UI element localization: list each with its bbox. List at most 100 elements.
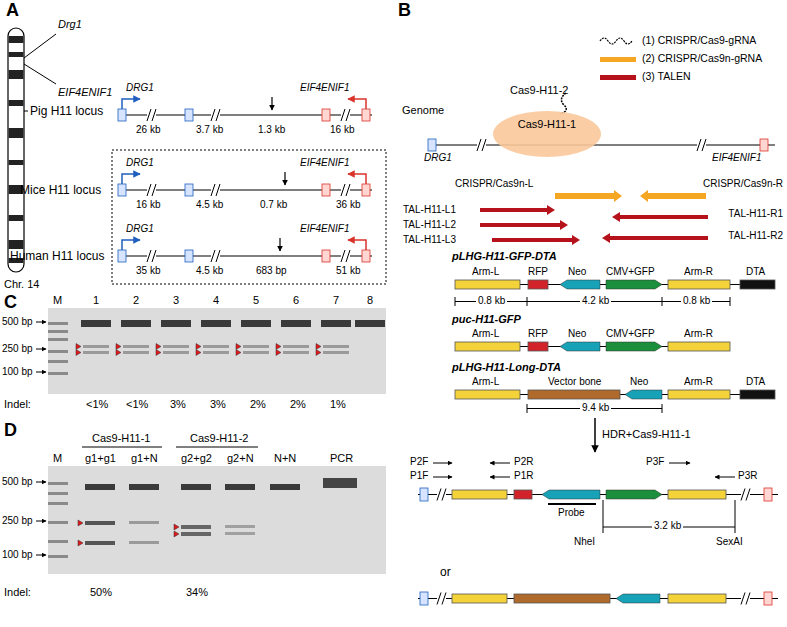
- break-mark: [746, 489, 750, 501]
- rfp-block: [528, 280, 548, 289]
- ladder-band: [48, 540, 68, 543]
- gel-band: [203, 351, 229, 354]
- text-label: 9.4 kb: [580, 402, 611, 414]
- break-mark: [346, 250, 350, 262]
- exon: [362, 109, 370, 121]
- red-arrowhead: [196, 344, 201, 350]
- break-mark: [437, 489, 441, 501]
- talen-arrow: [492, 235, 580, 245]
- text-label: 3: [173, 294, 179, 307]
- gfp-cassette: [606, 280, 662, 289]
- red-arrowhead: [116, 350, 121, 356]
- ladder-band: [48, 322, 68, 325]
- gel-band: [85, 521, 115, 525]
- dashed-frame: [112, 150, 386, 284]
- gel-band: [283, 351, 309, 354]
- size-arrow: [36, 555, 46, 556]
- text-label: RFP: [528, 266, 548, 278]
- red-arrowhead: [76, 350, 81, 356]
- gel-band: [201, 320, 231, 327]
- text-label: EIF4ENIF1: [300, 223, 349, 235]
- text-label: Arm-L: [472, 328, 499, 340]
- text-label: Drg1: [58, 18, 82, 31]
- text-label: g2+N: [227, 452, 254, 465]
- exon: [362, 250, 370, 262]
- text-label: 1.3 kb: [258, 124, 285, 136]
- text-label: EIF4ENIF1: [300, 82, 349, 94]
- tss-arrow: [122, 240, 140, 250]
- text-label: 0.8 kb: [476, 295, 507, 307]
- homology-arm: [668, 280, 730, 289]
- text-label: g1+g1: [85, 452, 116, 465]
- break-mark: [442, 593, 446, 605]
- exon: [118, 109, 126, 121]
- red-arrowhead: [236, 344, 241, 350]
- text-label: 100 bp: [2, 366, 33, 378]
- exon: [428, 139, 436, 151]
- text-label: HDR+Cas9-H11-1: [602, 428, 691, 441]
- break-mark: [746, 593, 750, 605]
- cas9-outline: [492, 110, 602, 158]
- site-arrow: [284, 172, 285, 185]
- gel: [48, 466, 386, 574]
- text-label: 51 kb: [336, 265, 360, 277]
- break-mark: [437, 593, 441, 605]
- dta-block: [740, 280, 775, 289]
- gel-band: [323, 345, 349, 348]
- exon: [185, 109, 193, 121]
- ladder-band: [48, 521, 68, 524]
- text-label: Cas9-H11-2: [510, 84, 569, 97]
- gel-band: [243, 351, 269, 354]
- cas9-ellipse: [493, 111, 601, 157]
- break-gap: [341, 109, 350, 121]
- text-label: M: [53, 452, 62, 465]
- text-label: Neo: [630, 376, 648, 388]
- tss-arrow: [348, 99, 366, 109]
- text-label: 50%: [90, 586, 112, 599]
- break-mark: [341, 109, 345, 121]
- primer-arrow: [669, 463, 690, 464]
- break-mark: [211, 109, 215, 121]
- text-label: 2%: [290, 398, 306, 411]
- text-label: <1%: [126, 398, 148, 411]
- homology-arm: [455, 390, 520, 399]
- panel-letter: C: [4, 292, 17, 314]
- break-gap: [147, 184, 156, 196]
- gel-band: [181, 484, 211, 490]
- text-label: EIF4ENIF1: [712, 152, 761, 164]
- gel-band: [121, 320, 151, 327]
- text-label: P2F: [410, 456, 428, 468]
- locus-line: [118, 255, 372, 256]
- gel-band: [83, 345, 109, 348]
- break-mark: [741, 489, 745, 501]
- text-label: Arm-R: [684, 328, 713, 340]
- panel-letter: B: [398, 0, 411, 22]
- homology-arm: [452, 594, 507, 603]
- break-gap: [741, 593, 750, 605]
- ladder-band: [48, 502, 68, 505]
- text-label: 3.2 kb: [652, 520, 683, 532]
- text-label: puc-H11-GFP: [452, 313, 521, 326]
- panel-letter: A: [6, 0, 19, 22]
- legend-swatch: [600, 75, 636, 80]
- text-label: or: [440, 565, 451, 579]
- legend-grna-sample: [600, 38, 632, 44]
- break-gap: [147, 250, 156, 262]
- talen-arrow: [480, 205, 555, 215]
- ladder-band: [48, 492, 68, 495]
- text-label: TAL-H11-L1: [403, 204, 456, 216]
- locus-line: [118, 189, 372, 190]
- text-label: 2: [133, 294, 139, 307]
- homology-arm: [668, 342, 730, 351]
- text-label: TAL-H11-R2: [728, 230, 783, 242]
- text-label: P1R: [514, 470, 533, 482]
- red-arrowhead: [196, 350, 201, 356]
- red-arrowhead: [78, 520, 83, 526]
- text-label: EIF4ENIF1: [58, 86, 112, 99]
- break-gap: [341, 184, 350, 196]
- size-arrow: [36, 521, 46, 522]
- gel-band: [225, 525, 255, 528]
- red-arrowhead: [276, 344, 281, 350]
- text-label: P1F: [410, 470, 428, 482]
- group-underline: [176, 447, 258, 448]
